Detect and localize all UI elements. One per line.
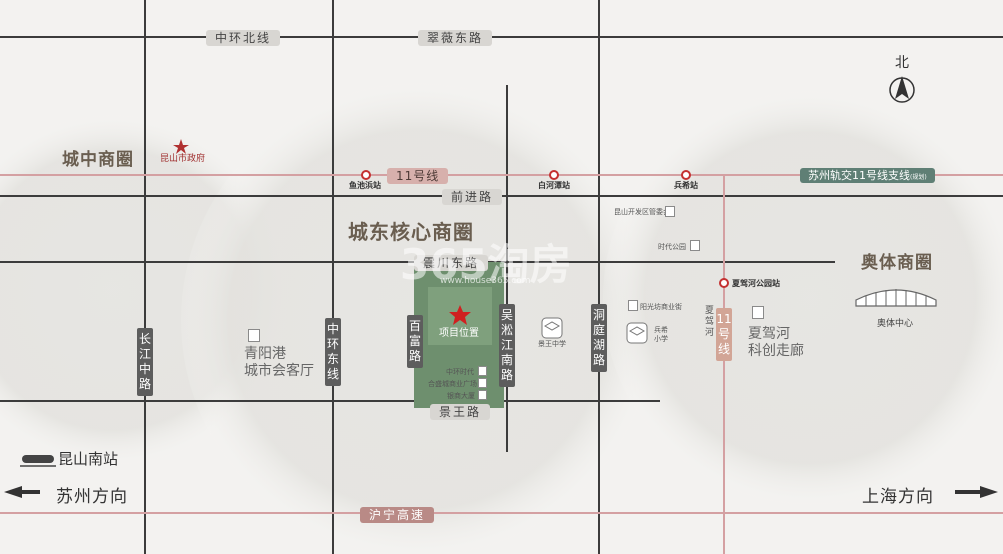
poi-yinshang: 银商大厦 <box>447 392 475 400</box>
building-icon-heshengjie <box>478 378 487 388</box>
road-label-cuiwei-dong: 翠薇东路 <box>418 30 493 46</box>
arrow-right-icon <box>955 486 998 498</box>
road-label-zhonghuan-dong: 中环东线 <box>325 318 341 386</box>
direction-shanghai: 上海方向 <box>862 487 934 507</box>
road-label-wusongjiang-nan: 吴淞江南路 <box>499 304 515 387</box>
poi-bingxi-school-1: 兵希 <box>654 326 668 334</box>
road-label-baifu: 百富路 <box>407 315 423 368</box>
building-icon-zhonghuan-shidai <box>478 366 487 376</box>
watermark-url: www.house365.com <box>440 276 531 286</box>
building-icon-kunshan-dev <box>665 206 675 217</box>
train-icon <box>20 455 56 467</box>
metro-branch-note: (规划) <box>910 174 927 181</box>
poi-gov: 昆山市政府 <box>160 154 206 164</box>
road-label-huning-gaosu: 沪宁高速 <box>360 507 435 523</box>
poi-jingwang-school: 景王中学 <box>538 340 566 348</box>
zone-chengdong: 城东核心商圈 <box>348 220 474 244</box>
road-label-changjiang-zhong: 长江中路 <box>137 328 153 396</box>
road-label-qianjin: 前进路 <box>442 189 503 205</box>
building-icon-yinshang <box>478 390 487 400</box>
zone-aoti: 奥体商圈 <box>861 253 933 273</box>
station-baihetan-marker <box>549 170 559 180</box>
poi-bingxi-school-2: 小学 <box>654 335 668 343</box>
road-label-dongtinghu: 洞庭湖路 <box>591 304 607 372</box>
poi-xiajia-river: 夏 驾 河 <box>705 306 714 339</box>
station-baihetan: 白河潭站 <box>538 181 570 190</box>
poi-qingyanggang-line1: 青阳港 <box>244 346 286 362</box>
stadium-icon <box>855 289 937 307</box>
school-icon-jingwang <box>541 317 563 339</box>
road-label-jingwang: 景王路 <box>430 404 491 420</box>
poi-kechuang-line1: 夏驾河 <box>748 326 790 342</box>
poi-kechuang: 夏驾河 科创走廊 <box>748 326 804 360</box>
station-xiajiahe-park: 夏驾河公园站 <box>732 279 780 288</box>
station-xiajiahe-marker <box>719 278 729 288</box>
building-icon-qingyanggang <box>248 329 260 342</box>
road-label-zhenchuan-dong: 震川东路 <box>414 255 489 271</box>
poi-xiajia-river-3: 河 <box>705 328 715 338</box>
poi-kunshan-south: 昆山南站 <box>58 450 119 468</box>
compass-north-label: 北 <box>895 55 909 71</box>
poi-qingyanggang-line2: 城市会客厅 <box>244 363 314 379</box>
poi-qingyanggang: 青阳港 城市会客厅 <box>244 346 314 380</box>
metro-line11-label: 11号线 <box>387 168 449 184</box>
school-icon-bingxi <box>626 322 648 344</box>
road-label-zhonghuan-bei: 中环北线 <box>206 30 281 46</box>
poi-yangguang: 阳光坊商业街 <box>640 303 682 311</box>
metro-branch-label: 苏州轨交11号线支线(规划) <box>800 168 935 183</box>
compass-arrow-icon <box>895 76 909 99</box>
poi-heshengjie: 合盛城商业广场 <box>428 380 477 388</box>
metro-branch-name: 苏州轨交11号线支线 <box>808 169 910 182</box>
poi-kechuang-line2: 科创走廊 <box>748 343 804 359</box>
station-yuchibang: 鱼池浜站 <box>349 181 381 190</box>
station-bingxi: 兵希站 <box>674 181 698 190</box>
poi-xiajia-river-2: 驾 <box>705 317 715 327</box>
station-bingxi-marker <box>681 170 691 180</box>
poi-project[interactable]: 项目位置 <box>439 328 479 339</box>
building-icon-yangguang <box>628 300 638 311</box>
poi-xiajia-river-1: 夏 <box>705 306 715 316</box>
metro-line11-vertical-label: 11号线 <box>716 308 732 361</box>
watermark-brand: 365淘房 <box>400 240 572 289</box>
poi-aoti-center: 奥体中心 <box>877 319 914 329</box>
zone-chengzhong: 城中商圈 <box>62 150 134 170</box>
poi-zhonghuan-shidai: 中环时代 <box>446 368 474 376</box>
zone-circle-aoti <box>603 91 1003 505</box>
gov-star-icon <box>173 139 189 154</box>
direction-suzhou: 苏州方向 <box>56 487 128 507</box>
station-yuchibang-marker <box>361 170 371 180</box>
arrow-left-icon <box>4 486 40 498</box>
building-icon-times-park <box>690 240 700 251</box>
building-icon-kechuang <box>752 306 764 319</box>
poi-bingxi-school: 兵希 小学 <box>654 326 668 344</box>
project-star-icon <box>449 305 471 325</box>
poi-times-park: 时代公园 <box>658 243 686 251</box>
poi-kunshan-dev: 昆山开发区管委会 <box>614 208 670 216</box>
